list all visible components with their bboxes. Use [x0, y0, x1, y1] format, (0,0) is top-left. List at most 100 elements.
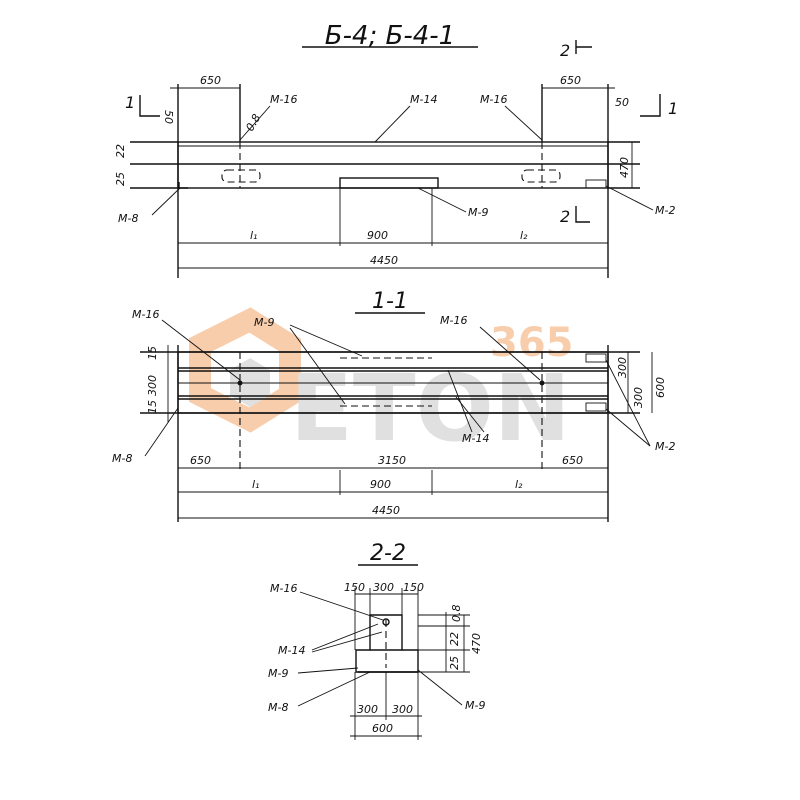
dim-total: 4450: [370, 254, 398, 267]
dim-15-top: 15: [146, 346, 159, 360]
label-m8: М-8: [112, 452, 132, 465]
label-m8: М-8: [118, 212, 138, 225]
label-m9: М-9: [468, 206, 488, 219]
dim-top-right: 650: [560, 74, 581, 87]
dim-l2: l₂: [520, 229, 528, 242]
hook-dot: [237, 380, 243, 386]
hook-circle: [382, 618, 390, 626]
section-mark-left: 1: [125, 93, 135, 112]
leader-line: [605, 359, 651, 447]
leader-line: [311, 631, 383, 653]
dim-25: 25: [114, 172, 127, 186]
section-2-2: 2-2 150 300 150 0.8 22 25 470 М-16 М-14: [268, 541, 485, 740]
dim-300-left: 300: [146, 375, 159, 396]
dim-300-right-top: 300: [616, 357, 629, 378]
section-2-2-title: 2-2: [370, 541, 406, 566]
dim-600-bot: 600: [372, 722, 393, 735]
leader-line: [447, 369, 473, 433]
watermark-hexagon-inner-icon: [230, 358, 270, 407]
section-arrow-right: [640, 94, 661, 117]
leader-line: [289, 324, 363, 357]
dim-300-bot-b: 300: [392, 703, 413, 716]
plate-m8: [178, 182, 188, 189]
leader-line: [605, 185, 654, 211]
dim-600-right: 600: [654, 377, 667, 398]
dim-25: 25: [448, 656, 461, 670]
label-m14: М-14: [278, 644, 305, 657]
dim-900: 900: [370, 478, 391, 491]
label-m2: М-2: [655, 440, 675, 453]
dim-150-c: 150: [403, 581, 424, 594]
leader-line: [297, 671, 371, 707]
leader-line: [289, 327, 346, 405]
cross-section-outline: [355, 614, 419, 673]
dim-470: 470: [470, 633, 483, 654]
section-1-1-title: 1-1: [372, 289, 408, 314]
leader-line: [297, 667, 359, 674]
plate-m2: [585, 402, 607, 412]
page-title: Б-4; Б-4-1: [325, 21, 455, 51]
section-arrow-bottom: [575, 206, 590, 223]
dim-900: 900: [367, 229, 388, 242]
leader-line: [161, 319, 241, 381]
elevation-view: 1 1 2 2 650 650 50 50 22 25 0.8 470 М-16…: [114, 40, 678, 278]
watermark-brand: ETON: [290, 355, 571, 462]
label-m8: М-8: [268, 701, 288, 714]
section-mark-right: 1: [668, 99, 678, 118]
dim-3150: 3150: [378, 454, 406, 467]
dim-08: 0.8: [450, 605, 463, 623]
dim-22: 22: [448, 632, 461, 646]
dim-total: 4450: [372, 504, 400, 517]
hook-left-loop: [221, 169, 261, 183]
section-mark-top: 2: [560, 41, 570, 60]
hook-right-loop: [521, 169, 561, 183]
dim-300-top: 300: [373, 581, 394, 594]
label-m16: М-16: [270, 582, 297, 595]
leader-line: [239, 105, 271, 141]
watermark-number: 365: [490, 320, 574, 366]
dim-l2: l₂: [515, 478, 523, 491]
section-mark-bottom: 2: [560, 207, 570, 226]
label-m16-right: М-16: [440, 314, 467, 327]
leader-line: [455, 396, 485, 433]
label-m14: М-14: [462, 432, 489, 445]
leader-line: [417, 187, 467, 213]
dim-22: 22: [114, 144, 127, 158]
plate-m2: [585, 353, 607, 363]
dim-150-a: 150: [344, 581, 365, 594]
plate-m9: [339, 177, 439, 189]
label-m16-left: М-16: [132, 308, 159, 321]
leader-line: [151, 187, 181, 216]
dim-l1: l₁: [250, 229, 257, 242]
leader-line: [144, 407, 179, 457]
leader-line: [605, 408, 651, 447]
label-m14: М-14: [410, 93, 437, 106]
label-m16-left: М-16: [270, 93, 297, 106]
dim-fifty-right: 50: [615, 96, 629, 109]
label-m9-right: М-9: [465, 699, 485, 712]
dim-470: 470: [618, 157, 631, 178]
beam-outline: [177, 141, 609, 189]
dim-15-bot: 15: [146, 400, 159, 414]
section-1-1: 1-1 15 300 15 300 300 600 М-16 М-9: [112, 289, 675, 522]
dim-l1: l₁: [252, 478, 259, 491]
dim-300-bot-a: 300: [357, 703, 378, 716]
watermark-hexagon-icon: [189, 307, 301, 433]
hook-dot: [539, 380, 545, 386]
dim-300-right-bot: 300: [632, 387, 645, 408]
leader-line: [504, 105, 543, 141]
section-arrow-left: [139, 95, 160, 117]
label-m9-left: М-9: [268, 667, 288, 680]
dim-650-right: 650: [562, 454, 583, 467]
section-arrow-top: [575, 40, 592, 54]
dim-650-left: 650: [190, 454, 211, 467]
dim-08: 0.8: [243, 112, 263, 134]
watermark: ETON 365: [189, 307, 574, 462]
leader-line: [417, 669, 463, 706]
label-m16-right: М-16: [480, 93, 507, 106]
label-m2: М-2: [655, 204, 675, 217]
leader-line: [311, 623, 379, 651]
dim-fifty-left: 50: [162, 110, 175, 124]
plate-m2: [585, 179, 607, 189]
